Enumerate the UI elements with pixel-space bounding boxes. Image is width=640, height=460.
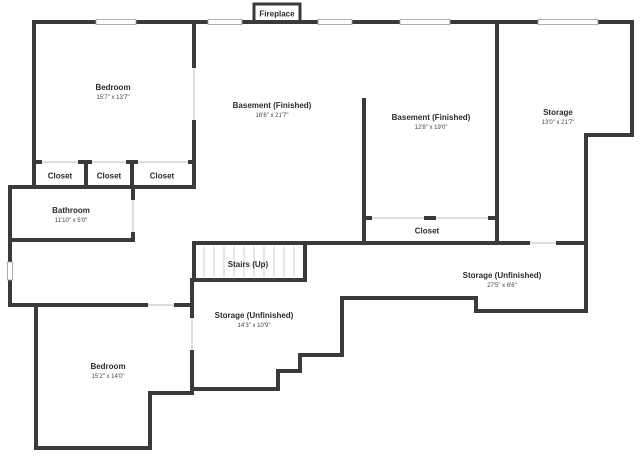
room-bedroom-lower: Bedroom 15'2" x 14'0" [90,362,125,380]
room-name: Basement (Finished) [233,101,312,110]
room-closet-3: Closet [150,172,175,181]
room-dims: 15'2" x 14'0" [92,374,125,380]
room-name: Closet [97,172,122,181]
room-closet-2: Closet [97,172,122,181]
room-bathroom: Bathroom 11'10" x 5'0" [52,206,90,224]
fireplace-label: Fireplace [259,10,295,19]
room-dims: 11'10" x 5'0" [55,218,87,224]
room-name: Storage (Unfinished) [215,311,294,320]
room-dims: 27'5" x 6'6" [487,283,517,289]
stairs-treads [203,246,295,277]
room-stairs-up: Stairs (Up) [228,260,269,269]
room-name: Bathroom [52,206,90,215]
room-name: Closet [415,227,440,236]
room-basement-finished-right: Basement (Finished) 12'8" x 19'0" [392,113,471,131]
room-dims: 12'8" x 19'0" [415,125,448,131]
windows [7,19,599,281]
room-name: Closet [150,172,175,181]
room-storage-unfinished-center: Storage (Unfinished) 14'3" x 10'9" [215,311,294,329]
door-openings [42,68,556,350]
room-name: Storage [543,108,573,117]
room-closet-1: Closet [48,172,73,181]
room-dims: 13'0" x 21'7" [542,120,575,126]
room-storage: Storage 13'0" x 21'7" [542,108,575,126]
room-dims: 15'7" x 13'7" [97,95,130,101]
room-name: Bedroom [90,362,125,371]
room-bedroom-upper: Bedroom 15'7" x 13'7" [95,83,130,101]
room-name: Closet [48,172,73,181]
room-name: Bedroom [95,83,130,92]
room-basement-finished-left: Basement (Finished) 16'6" x 21'7" [233,101,312,119]
room-dims: 14'3" x 10'9" [238,323,271,329]
room-storage-unfinished-right: Storage (Unfinished) 27'5" x 6'6" [463,271,542,289]
room-name: Basement (Finished) [392,113,471,122]
room-name: Storage (Unfinished) [463,271,542,280]
room-closet-4: Closet [415,227,440,236]
room-name: Stairs (Up) [228,260,269,269]
fireplace: Fireplace [252,2,302,24]
room-dims: 16'6" x 21'7" [256,113,289,119]
walls [8,20,634,450]
